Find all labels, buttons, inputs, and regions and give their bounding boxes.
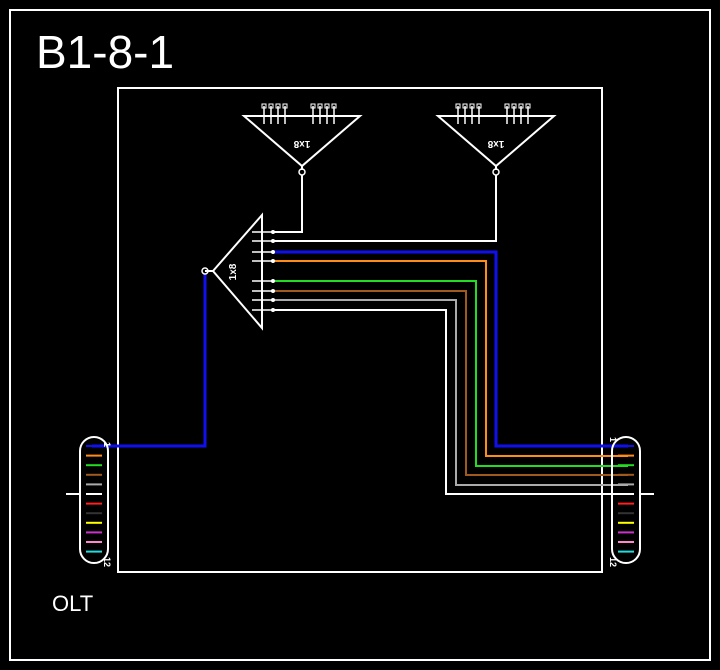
main-splitter-port-8 (271, 308, 275, 312)
top-left-splitter-port-4 (282, 103, 288, 109)
top-right-splitter-port-8 (525, 103, 531, 109)
top-left-splitter-label: 1x8 (293, 138, 310, 149)
top-right-splitter: 1x8 (435, 103, 557, 176)
olt-label: OLT (52, 591, 93, 616)
top-left-splitter-port-6 (317, 103, 323, 109)
top-right-splitter-port-1 (455, 103, 461, 109)
top-left-splitter-body (241, 115, 363, 168)
top-left-splitter-port-8 (331, 103, 337, 109)
main-splitter-port-6 (271, 289, 275, 293)
main-splitter: 1x8 (201, 212, 275, 331)
top-right-splitter-port-5 (504, 103, 510, 109)
main-splitter-port-5 (271, 279, 275, 283)
feed-top-left-splitter (273, 172, 303, 233)
right-cable-fibers (618, 445, 634, 553)
main-splitter-port-2 (271, 239, 275, 243)
page-title: B1-8-1 (36, 26, 174, 78)
top-right-splitter-port-3 (469, 103, 475, 109)
top-right-splitter-port-7 (518, 103, 524, 109)
top-right-splitter-label: 1x8 (487, 138, 504, 149)
left-cable-last-label: 12 (102, 557, 112, 567)
top-left-splitter-port-5 (310, 103, 316, 109)
fiber-orange (273, 260, 628, 457)
top-right-splitter-port-6 (511, 103, 517, 109)
right-cable-first-label: 1 (608, 437, 618, 442)
top-right-splitter-port-4 (476, 103, 482, 109)
main-splitter-port-3 (271, 250, 275, 254)
top-left-splitter: 1x8 (241, 103, 363, 176)
cabinet-box (117, 87, 603, 573)
olt-feed-fiber (92, 271, 207, 448)
top-left-splitter-port-3 (275, 103, 281, 109)
left-cable: 1 12 (66, 436, 112, 567)
main-splitter-ports (252, 230, 275, 312)
fiber-green (273, 280, 628, 467)
top-left-splitter-port-2 (268, 103, 274, 109)
top-right-splitter-body (435, 115, 557, 168)
right-cable-last-label: 12 (608, 557, 618, 567)
main-splitter-port-7 (271, 298, 275, 302)
fiber-brown (273, 290, 628, 476)
main-splitter-port-4 (271, 259, 275, 263)
main-splitter-label: 1x8 (228, 263, 239, 280)
right-cable-sheath (611, 436, 641, 564)
left-cable-fibers (86, 445, 102, 553)
top-right-splitter-port-2 (462, 103, 468, 109)
top-right-splitter-ports (455, 103, 531, 124)
top-left-splitter-port-7 (324, 103, 330, 109)
outer-frame (9, 9, 711, 661)
main-splitter-body (211, 212, 263, 331)
left-cable-first-label: 1 (102, 442, 112, 447)
right-cable: 1 12 (608, 436, 654, 567)
fiber-gray (273, 299, 628, 486)
feed-top-right-splitter (273, 172, 497, 242)
top-left-splitter-port-1 (261, 103, 267, 109)
top-left-splitter-ports (261, 103, 337, 124)
main-splitter-port-1 (271, 230, 275, 234)
left-cable-sheath (79, 436, 109, 564)
fiber-blue (273, 250, 628, 448)
fiber-white (273, 309, 628, 495)
fiber-routes (92, 172, 628, 495)
